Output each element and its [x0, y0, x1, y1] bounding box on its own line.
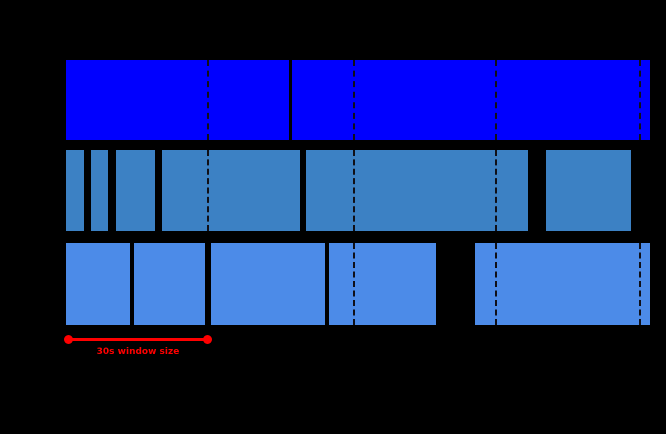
- timeline-row-middle[interactable]: [0, 150, 666, 231]
- timeline-segment[interactable]: [211, 243, 325, 325]
- timeline-segment[interactable]: [116, 150, 155, 231]
- annotation-endpoint-left-icon: [64, 335, 73, 344]
- timeline-segment[interactable]: [475, 243, 650, 325]
- timeline-segment[interactable]: [306, 150, 528, 231]
- annotation-label: 30s window size: [96, 347, 180, 357]
- timeline-row-top[interactable]: [0, 60, 666, 140]
- timeline-segment[interactable]: [546, 150, 631, 231]
- timeline-row-bottom[interactable]: [0, 243, 666, 325]
- annotation-endpoint-right-icon: [203, 335, 212, 344]
- timeline-segment[interactable]: [162, 150, 300, 231]
- timeline-segment[interactable]: [66, 60, 289, 140]
- timeline-segment[interactable]: [91, 150, 108, 231]
- timeline-segment[interactable]: [66, 150, 84, 231]
- timeline-segment[interactable]: [292, 60, 650, 140]
- annotation-arrow-line: [68, 338, 208, 341]
- timeline-segment[interactable]: [134, 243, 205, 325]
- timeline-segment[interactable]: [329, 243, 436, 325]
- timeline-segment[interactable]: [66, 243, 130, 325]
